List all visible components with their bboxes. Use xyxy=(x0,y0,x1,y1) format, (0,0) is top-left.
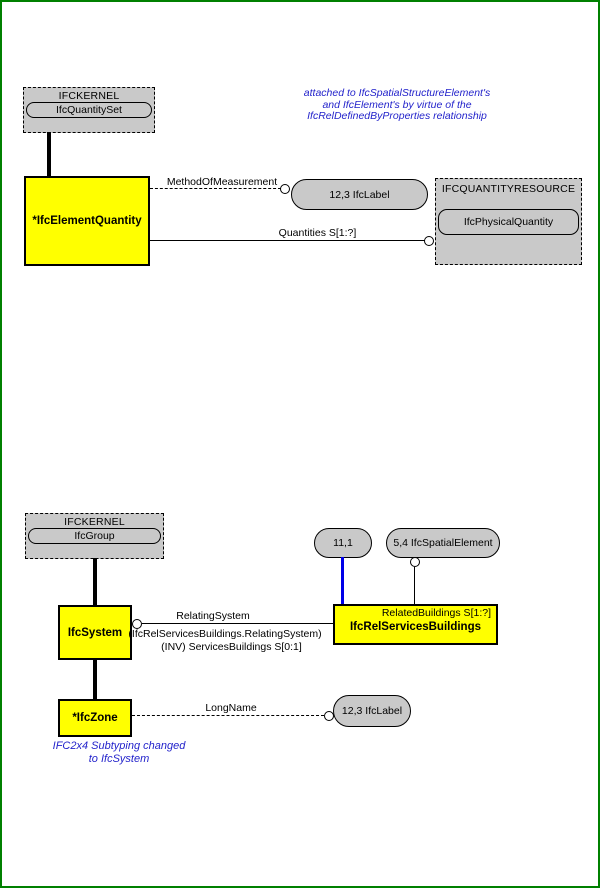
edge-longname-label: LongName xyxy=(205,702,257,714)
supertype-line xyxy=(93,558,97,605)
supertype-line xyxy=(93,660,97,699)
schema-name: IFCKERNEL xyxy=(58,90,120,102)
schema-name: IFCKERNEL xyxy=(64,516,125,528)
note-line: IfcRelDefinedByProperties relationship xyxy=(307,110,487,122)
edge-methodofmeasurement-terminal xyxy=(280,184,290,194)
entity-ifcsystem[interactable]: IfcSystem xyxy=(58,605,132,660)
note-subtyping-changed: IFC2x4 Subtyping changed to IfcSystem xyxy=(44,740,194,766)
entity-ifczone[interactable]: *IfcZone xyxy=(58,699,132,737)
edge-relatedbuildings-terminal xyxy=(410,557,420,567)
note-attached-to: attached to IfcSpatialStructureElement's… xyxy=(292,87,502,123)
supertype-line xyxy=(47,132,51,176)
entity-title: IfcRelServicesBuildings xyxy=(349,621,482,633)
note-line: and IfcElement's by virtue of the xyxy=(322,98,472,111)
note-line: attached to IfcSpatialStructureElement's xyxy=(303,87,491,99)
edge-relatedbuildings-label: RelatedBuildings S[1:?] xyxy=(381,607,491,619)
type-ifcquantityset[interactable]: IfcQuantitySet xyxy=(26,102,152,118)
edge-relatingsystem-line xyxy=(142,623,333,624)
type-ifcgroup[interactable]: IfcGroup xyxy=(28,528,161,544)
schema-box-ifcquantityresource: IFCQUANTITYRESOURCE IfcPhysicalQuantity xyxy=(435,178,582,265)
edge-quantities-line xyxy=(150,240,425,241)
type-ifcphysicalquantity[interactable]: IfcPhysicalQuantity xyxy=(438,209,579,235)
ref-oval-ifclabel-bottom[interactable]: 12,3 IfcLabel xyxy=(333,695,411,727)
edge-relatedbuildings-line xyxy=(414,567,415,605)
note-line: IFC2x4 Subtyping changed xyxy=(52,740,186,752)
edge-relatingsystem-path: (IfcRelServicesBuildings.RelatingSystem) xyxy=(128,628,322,640)
edge-longname-line xyxy=(132,715,324,716)
page-ref-oval-11-1[interactable]: 11,1 xyxy=(314,528,372,558)
edge-quantities-terminal xyxy=(424,236,434,246)
edge-quantities-label: Quantities S[1:?] xyxy=(278,227,357,239)
schema-box-ifckernel-group: IFCKERNEL IfcGroup xyxy=(25,513,164,559)
edge-relatingsystem-terminal xyxy=(132,619,142,629)
page-ref-line xyxy=(341,557,344,605)
edge-methodofmeasurement-line xyxy=(150,188,281,189)
entity-ifcelementquantity[interactable]: *IfcElementQuantity xyxy=(24,176,150,266)
ref-oval-ifcspatialelement[interactable]: 5,4 IfcSpatialElement xyxy=(386,528,500,558)
edge-methodofmeasurement-label: MethodOfMeasurement xyxy=(166,176,278,188)
schema-box-ifckernel-quantityset: IFCKERNEL IfcQuantitySet xyxy=(23,87,155,133)
edge-relatingsystem-label: RelatingSystem xyxy=(176,610,250,622)
entity-ifcrelservicesbuildings[interactable]: RelatedBuildings S[1:?] IfcRelServicesBu… xyxy=(333,604,498,645)
edge-relatingsystem-inverse: (INV) ServicesBuildings S[0:1] xyxy=(161,641,302,653)
ref-oval-ifclabel-top[interactable]: 12,3 IfcLabel xyxy=(291,179,428,210)
schema-name: IFCQUANTITYRESOURCE xyxy=(441,183,576,195)
note-line: to IfcSystem xyxy=(88,753,150,765)
